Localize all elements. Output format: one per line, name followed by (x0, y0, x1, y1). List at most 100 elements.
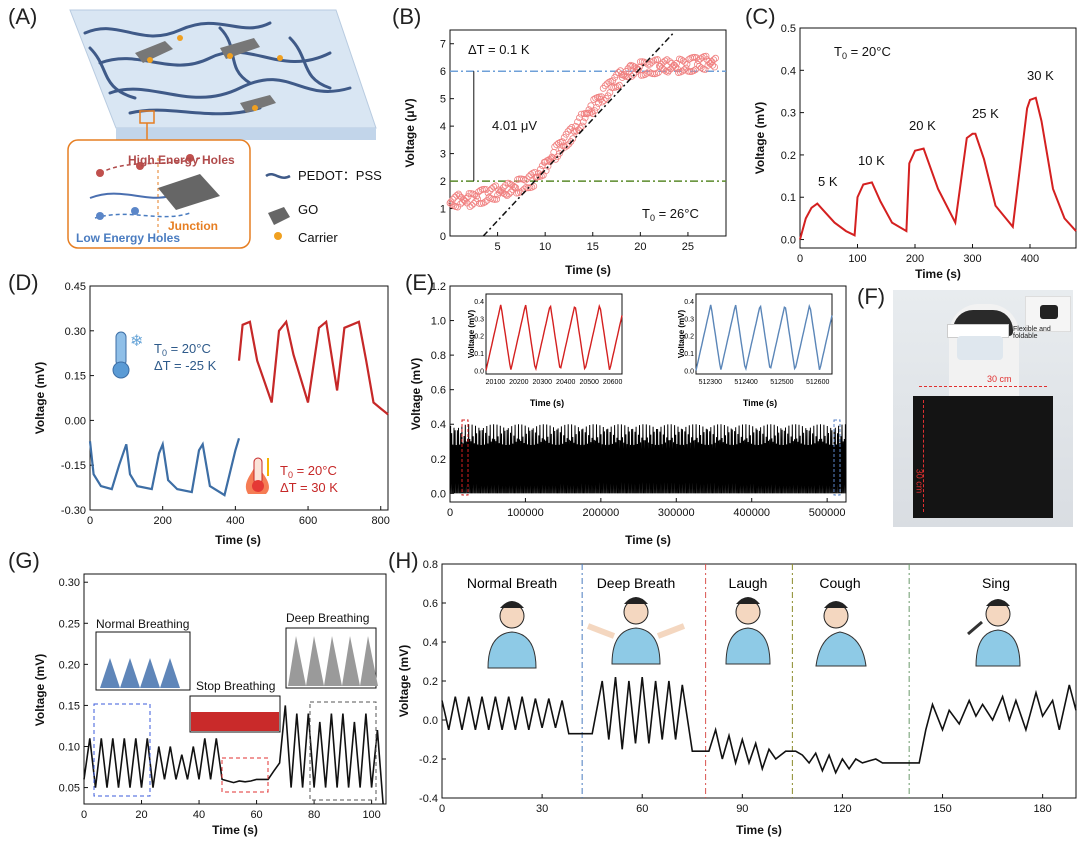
x-tick-label: 90 (736, 803, 748, 815)
data-point (565, 140, 573, 148)
data-point (544, 162, 552, 170)
data-point (576, 124, 584, 132)
x-tick-label: 120 (833, 803, 851, 815)
peak-label-25k: 25 K (972, 106, 999, 121)
data-point (448, 201, 456, 208)
data-point (630, 71, 638, 78)
low-energy-label: Low Energy Holes (76, 231, 180, 245)
y-tick-label: 3 (440, 149, 446, 161)
section-deep-breath: Deep Breath (597, 575, 676, 591)
x-tick-label: 60 (250, 809, 262, 821)
data-point (542, 167, 550, 175)
panel-f-photo: Flexible and foldable 30 cm 30 cm (893, 290, 1073, 527)
inset-x-tick-label: 20600 (603, 379, 623, 386)
inset-y-tick-label: 0.0 (684, 369, 694, 376)
data-point (473, 192, 481, 200)
y-tick-label: 0.10 (59, 742, 80, 754)
data-point (654, 56, 661, 63)
y-axis-label: Voltage (mV) (33, 654, 47, 726)
data-point (657, 60, 665, 68)
data-point (579, 118, 587, 126)
thermometer-cold-icon: ❄ (112, 331, 143, 379)
data-point (505, 190, 513, 198)
normal-region-box (93, 703, 151, 797)
section-normal-breath: Normal Breath (467, 575, 557, 591)
panel-label-e: (E) (405, 270, 435, 295)
textile-sheet (913, 396, 1053, 518)
deep-region-box (309, 701, 377, 801)
data-point (601, 82, 609, 90)
data-point (661, 57, 669, 65)
inset-y-tick-label: 0.4 (474, 299, 484, 306)
y-tick-label: 0.6 (431, 385, 446, 397)
data-point (563, 142, 571, 150)
data-point (474, 195, 481, 203)
data-point (672, 63, 679, 71)
x-tick-label: 200000 (582, 507, 619, 519)
data-point (696, 55, 704, 63)
data-point (644, 60, 652, 68)
zoom-callout (67, 139, 251, 249)
data-point (525, 173, 533, 180)
pedot-legend-icon (265, 173, 291, 179)
cold-dt-text: ΔT = -25 K (154, 358, 217, 373)
data-point (560, 134, 568, 141)
inset-y-tick-label: 0.2 (684, 334, 694, 341)
data-point (655, 69, 662, 76)
inset-x-tick-label: 20200 (509, 379, 529, 386)
data-point (569, 135, 577, 143)
x-tick-label: 20 (634, 241, 646, 253)
inset-x-tick-label: 20300 (533, 379, 553, 386)
data-point (646, 60, 654, 68)
x-tick-label: 0 (87, 515, 93, 527)
panel-label-g: (G) (8, 548, 40, 573)
panel-label-b: (B) (392, 4, 422, 29)
y-tick-label: 0.4 (431, 419, 446, 431)
data-point (614, 83, 621, 90)
plot-frame (449, 285, 847, 503)
data-point (523, 175, 531, 183)
data-point (553, 141, 560, 149)
data-point (683, 60, 691, 68)
normal-inset-title: Normal Breathing (96, 617, 189, 631)
section-dividers (581, 564, 910, 798)
y-tick-label: 0.0 (781, 235, 796, 247)
long-term-signal (449, 424, 847, 494)
x-axis-label: Time (s) (736, 823, 782, 837)
carriers (147, 35, 283, 111)
legend-go: GO (298, 202, 318, 217)
x-tick-label: 150 (933, 803, 951, 815)
plot-frame (83, 573, 387, 805)
data-point (468, 201, 476, 209)
x-tick-label: 0 (447, 507, 453, 519)
data-point (685, 56, 693, 63)
data-point (665, 67, 673, 74)
peak-label-5k: 5 K (818, 174, 838, 189)
y-tick-label: 0.2 (423, 676, 438, 688)
delta-t-text: ΔT = 0.1 K (468, 42, 530, 57)
inset-left-xlabel: Time (s) (530, 398, 564, 408)
data-point (645, 68, 653, 76)
y-tick-label: 0.4 (423, 637, 438, 649)
plot-frame (441, 563, 1077, 799)
fit-line (482, 32, 675, 237)
data-point (481, 198, 489, 206)
data-point (697, 64, 705, 72)
data-point (702, 52, 710, 60)
y-tick-label: 0.6 (423, 598, 438, 610)
inset-y-tick-label: 0.0 (474, 369, 484, 376)
data-point (556, 150, 563, 157)
y-tick-label: 0.4 (781, 65, 796, 77)
data-point (616, 81, 623, 89)
stop-inset (189, 695, 281, 733)
x-tick-label: 10 (539, 241, 551, 253)
data-point (689, 54, 697, 61)
data-point (530, 182, 538, 190)
data-point (484, 189, 492, 197)
panel-label-f: (F) (857, 284, 886, 309)
y-tick-label: 7 (440, 39, 446, 51)
data-point (590, 96, 598, 103)
